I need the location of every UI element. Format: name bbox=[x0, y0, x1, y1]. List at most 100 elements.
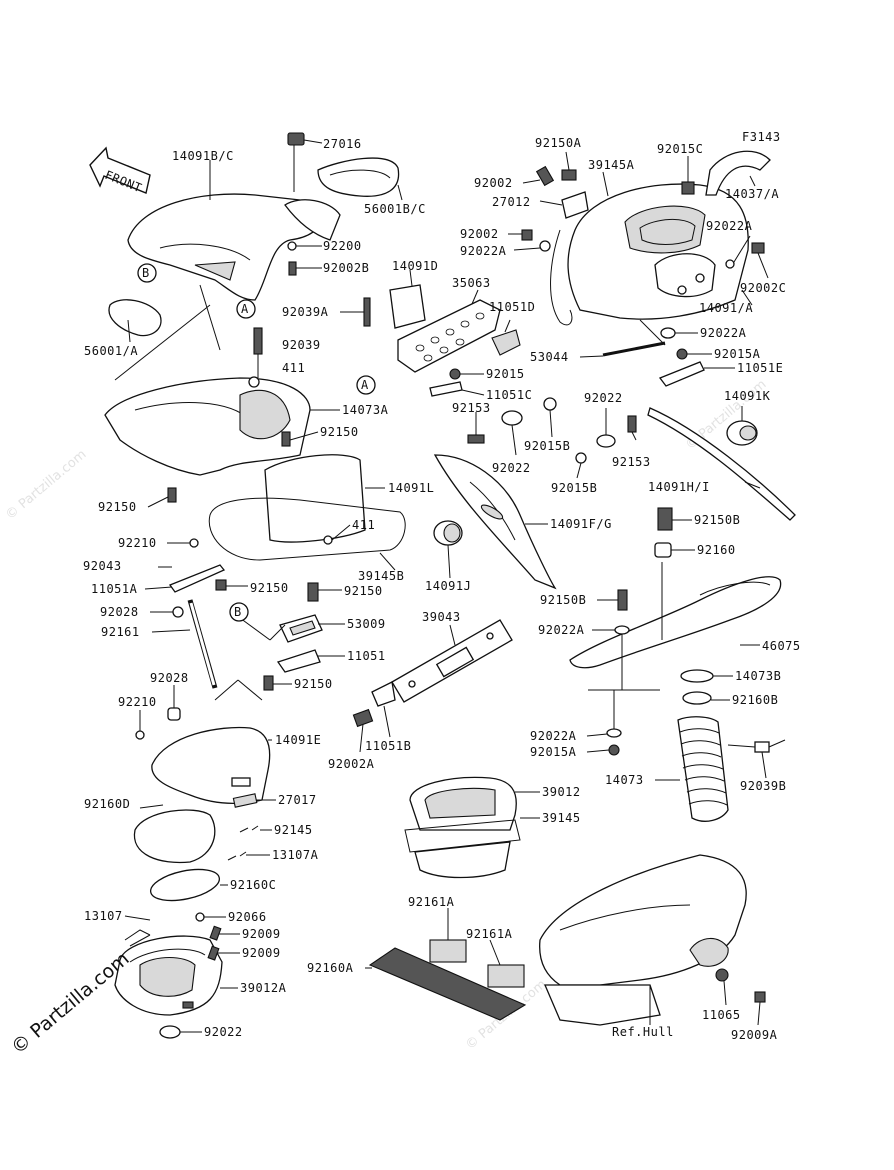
bracket-11051c bbox=[429, 381, 463, 397]
gasket-92160d bbox=[133, 809, 216, 864]
label-11051a: 11051A bbox=[91, 582, 138, 596]
label-92150b: 92150 bbox=[98, 500, 137, 514]
label-92015c: 92015C bbox=[657, 142, 703, 156]
watermark-logo: © Partzilla.com bbox=[7, 948, 133, 1059]
svg-text:B: B bbox=[234, 605, 242, 619]
label-92160b: 92160B bbox=[732, 693, 778, 707]
label-92002c: 92002C bbox=[740, 281, 786, 295]
label-92002b-top: 92002 bbox=[460, 227, 499, 241]
ref-marker-b-center: B bbox=[229, 602, 249, 622]
label-14091bc: 14091B/C bbox=[172, 149, 234, 163]
label-92210b: 92210 bbox=[118, 695, 157, 709]
label-92160c: 92160C bbox=[230, 878, 276, 892]
label-92015a-1: 92015A bbox=[714, 347, 761, 361]
handle-14037a bbox=[705, 150, 771, 196]
ref-marker-a-center: A bbox=[356, 375, 376, 395]
label-92150c: 92150 bbox=[250, 581, 289, 595]
label-92015a-2: 92015A bbox=[530, 745, 577, 759]
label-92160: 92160 bbox=[697, 543, 736, 557]
seat-cover-14091bc bbox=[127, 193, 323, 301]
label-39012a: 39012A bbox=[240, 981, 287, 995]
pad-92161a-1 bbox=[429, 939, 467, 963]
label-92145: 92145 bbox=[274, 823, 313, 837]
label-92015ba: 92015B bbox=[524, 439, 570, 453]
seal-39145a bbox=[550, 229, 573, 326]
label-92210a: 92210 bbox=[118, 536, 157, 550]
label-92015: 92015 bbox=[486, 367, 525, 381]
bracket-11051d bbox=[491, 329, 521, 356]
label-92022c: 92022 bbox=[584, 391, 623, 405]
label-92002b: 92002B bbox=[323, 261, 369, 275]
label-14091fg: 14091F/G bbox=[550, 517, 612, 531]
label-ref-hull: Ref.Hull bbox=[612, 1025, 674, 1039]
mat-92160a bbox=[368, 947, 527, 1021]
label-92150a: 92150 bbox=[320, 425, 359, 439]
clip-27016 bbox=[287, 132, 305, 146]
bracket-11051e bbox=[658, 361, 705, 387]
label-92200: 92200 bbox=[323, 239, 362, 253]
label-14037a: 14037/A bbox=[725, 187, 779, 201]
label-92022b: 92022 bbox=[492, 461, 531, 475]
label-11051c: 11051C bbox=[486, 388, 532, 402]
label-11051d: 11051D bbox=[489, 300, 535, 314]
bracket-11051b bbox=[371, 681, 396, 707]
label-92150b-r: 92150B bbox=[694, 513, 740, 527]
hull-lower bbox=[544, 984, 661, 1026]
label-56001bc: 56001B/C bbox=[364, 202, 426, 216]
label-92150b-c: 92150B bbox=[540, 593, 586, 607]
label-92160a: 92160A bbox=[307, 961, 354, 975]
display-housing bbox=[624, 205, 706, 254]
seal-39145b bbox=[208, 497, 406, 561]
label-92022a-1: 92022A bbox=[460, 244, 507, 258]
label-14073a: 14073A bbox=[342, 403, 389, 417]
label-92009a: 92009 bbox=[242, 927, 281, 941]
label-39012: 39012 bbox=[542, 785, 581, 799]
label-92022a-2: 92022A bbox=[706, 219, 753, 233]
gasket-92160c bbox=[149, 868, 221, 902]
bellows-14073 bbox=[677, 716, 729, 822]
pad-14091d bbox=[389, 284, 426, 329]
label-39145: 39145 bbox=[542, 811, 581, 825]
label-92028b: 92028 bbox=[150, 671, 189, 685]
hatch-14091e bbox=[151, 726, 271, 804]
label-11065: 11065 bbox=[702, 1008, 741, 1022]
cover-14091l bbox=[264, 454, 366, 543]
bolt-92002b bbox=[288, 261, 297, 276]
label-92161a-2: 92161A bbox=[466, 927, 513, 941]
label-27017: 27017 bbox=[278, 793, 317, 807]
label-411a: 411 bbox=[282, 361, 305, 375]
label-92161a-1: 92161A bbox=[408, 895, 455, 909]
label-11051b: 11051B bbox=[365, 739, 411, 753]
label-92009a-r: 92009A bbox=[731, 1028, 778, 1042]
label-39043: 39043 bbox=[422, 610, 461, 624]
label-92150a-top: 92150A bbox=[535, 136, 582, 150]
label-92161: 92161 bbox=[101, 625, 140, 639]
washer-92022-bottom bbox=[159, 1025, 181, 1039]
label-39145b: 39145B bbox=[358, 569, 404, 583]
label-56001a: 56001/A bbox=[84, 344, 138, 358]
pad-56001bc bbox=[317, 157, 400, 197]
label-92150e: 92150 bbox=[294, 677, 333, 691]
label-39145a: 39145A bbox=[588, 158, 635, 172]
label-92160d: 92160D bbox=[84, 797, 130, 811]
label-92022a-3: 92022A bbox=[700, 326, 747, 340]
panel-14091fg bbox=[433, 454, 557, 590]
ring-14073b bbox=[680, 669, 714, 683]
label-53009: 53009 bbox=[347, 617, 386, 631]
bracket-11051 bbox=[276, 649, 321, 673]
label-92022a-5: 92022A bbox=[530, 729, 577, 743]
label-92153b: 92153 bbox=[612, 455, 651, 469]
label-92002a-c: 92002A bbox=[328, 757, 375, 771]
label-92002a: 92002 bbox=[474, 176, 513, 190]
label-11051: 11051 bbox=[347, 649, 386, 663]
label-92150d: 92150 bbox=[344, 584, 383, 598]
label-11051e: 11051E bbox=[737, 361, 783, 375]
label-14091j: 14091J bbox=[425, 579, 471, 593]
ref-marker-b-top: B bbox=[137, 263, 157, 283]
ring-92160b bbox=[682, 691, 712, 705]
figure-code: F3143 bbox=[742, 130, 781, 144]
label-92039b: 92039B bbox=[740, 779, 786, 793]
bracket-35063 bbox=[397, 299, 501, 373]
front-arrow: FRONT bbox=[89, 146, 151, 195]
